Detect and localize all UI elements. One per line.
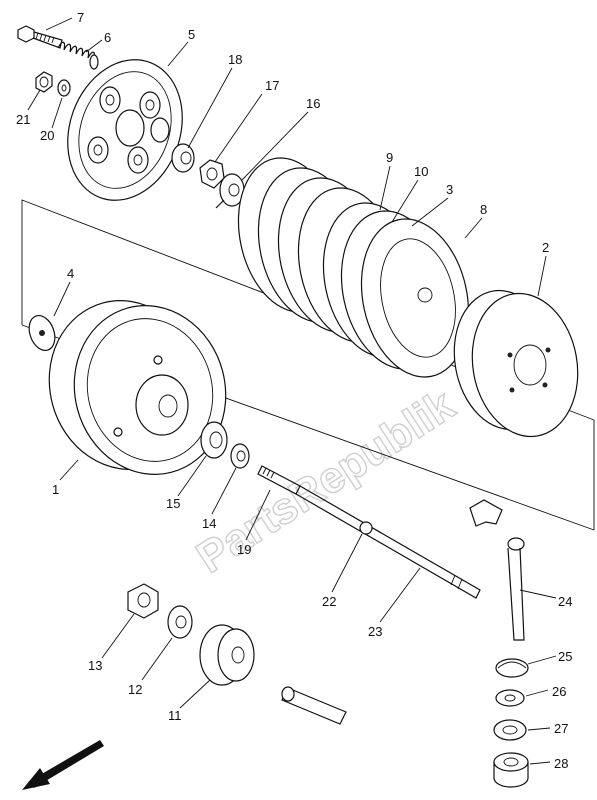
label-24: 24 (558, 594, 572, 609)
label-3: 3 (446, 182, 453, 197)
part-5-pressure-plate (67, 59, 183, 201)
part-24-push-lever-shaft (469, 499, 525, 641)
label-16: 16 (306, 96, 320, 111)
label-21: 21 (16, 112, 30, 127)
label-17: 17 (265, 78, 279, 93)
part-15-thrust-washer (200, 421, 228, 459)
label-1: 1 (52, 482, 59, 497)
part-12-washer (167, 605, 193, 639)
part-21-nut (35, 71, 53, 93)
part-23-push-rod (295, 485, 481, 599)
label-22: 22 (322, 594, 336, 609)
part-20-washer (57, 79, 71, 97)
label-28: 28 (554, 756, 568, 771)
label-10: 10 (414, 164, 428, 179)
part-16-lock-washer (215, 173, 245, 209)
label-11: 11 (168, 708, 182, 723)
part-18-bearing (171, 143, 195, 173)
label-25: 25 (558, 649, 572, 664)
part-2-clutch-boss (453, 289, 579, 438)
label-14: 14 (202, 516, 216, 531)
label-13: 13 (88, 658, 102, 673)
part-26-washer (495, 689, 525, 707)
part-11-gear (199, 624, 255, 686)
label-26: 26 (552, 684, 566, 699)
part-4-thrust-plate (28, 314, 56, 352)
label-20: 20 (40, 128, 54, 143)
label-8: 8 (480, 202, 487, 217)
collar-pin (281, 686, 347, 725)
label-5: 5 (188, 27, 195, 42)
label-9: 9 (386, 150, 393, 165)
label-23: 23 (368, 624, 382, 639)
label-19: 19 (237, 542, 251, 557)
label-2: 2 (542, 240, 549, 255)
label-4: 4 (67, 266, 74, 281)
part-22-ball (359, 521, 373, 535)
label-6: 6 (104, 30, 111, 45)
label-7: 7 (77, 10, 84, 25)
part-27-oil-seal (493, 719, 527, 741)
part-14-washer (230, 443, 250, 469)
part-28-bearing (493, 752, 529, 788)
clutch-plate-stack (237, 157, 470, 378)
leader-lines (27, 17, 557, 765)
part-13-collar (127, 583, 159, 619)
part-1-clutch-housing (48, 300, 227, 475)
label-27: 27 (554, 721, 568, 736)
label-15: 15 (166, 496, 180, 511)
part-6-spring (57, 41, 99, 70)
label-18: 18 (228, 52, 242, 67)
front-direction-arrow (22, 740, 104, 790)
part-7-bolt (17, 25, 63, 49)
part-25-spring (495, 658, 529, 678)
label-12: 12 (128, 682, 142, 697)
